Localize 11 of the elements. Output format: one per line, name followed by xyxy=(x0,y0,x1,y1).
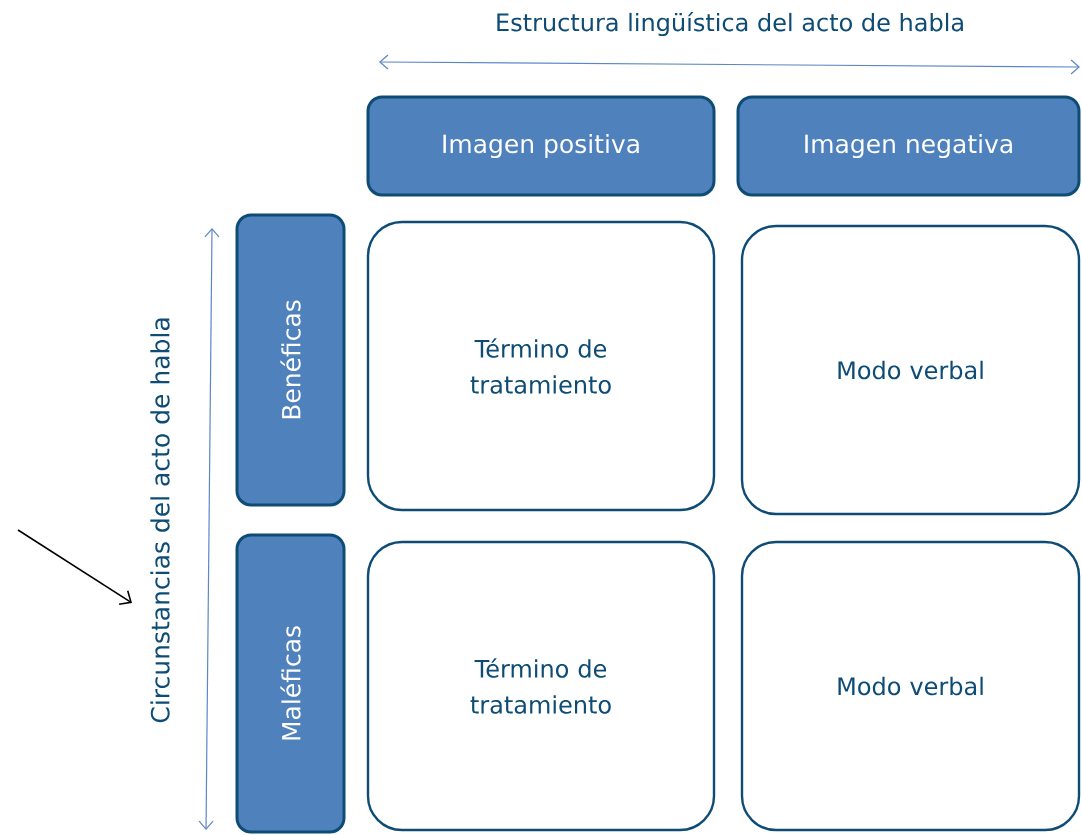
row-header-box: Benéficas xyxy=(235,213,346,507)
cell-box: Modo verbal xyxy=(740,540,1081,832)
axis-title: Estructura lingüística del acto de habla xyxy=(497,11,963,37)
cell-box: Término de tratamiento xyxy=(366,220,716,512)
row-header-box: Maléficas xyxy=(235,533,346,834)
axis-title: Circunstancias del acto de habla xyxy=(150,318,170,723)
header-box: Imagen negativa xyxy=(736,95,1081,197)
arrow xyxy=(17,529,132,606)
header-box: Imagen positiva xyxy=(366,95,716,197)
cell-box: Término de tratamiento xyxy=(366,540,716,832)
cell-box: Modo verbal xyxy=(740,224,1081,516)
